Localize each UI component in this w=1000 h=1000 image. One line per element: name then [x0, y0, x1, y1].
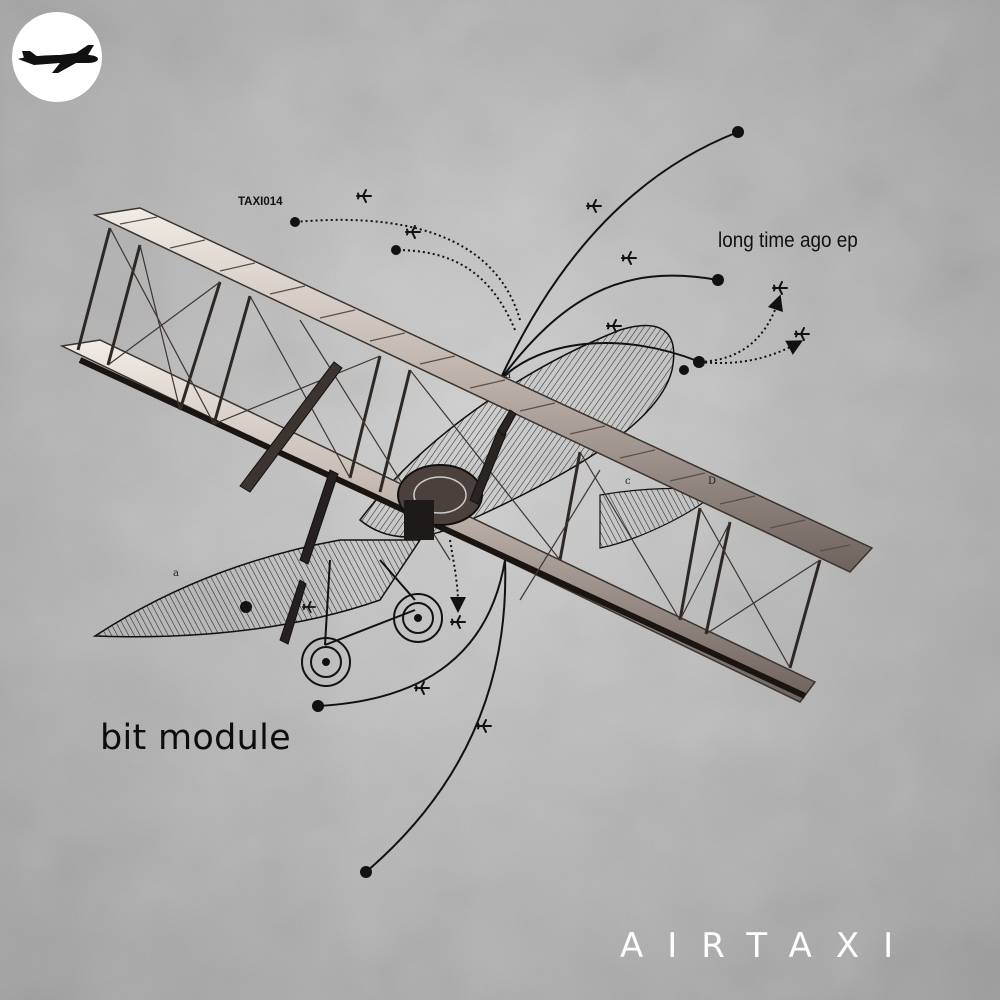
- engraved-wing-left: [92, 539, 422, 638]
- diagram-letter-a-lower: a: [173, 568, 179, 579]
- diagram-letter-a-upper: a: [505, 370, 511, 381]
- diagram-letter-c: c: [625, 476, 631, 487]
- landing-gear: [301, 559, 443, 687]
- upper-wing: [92, 207, 874, 573]
- release-title: long time ago ep: [718, 229, 858, 252]
- wing-struts: [76, 227, 822, 669]
- flight-paths: [294, 131, 804, 873]
- label-wordmark: AIRTAXI: [620, 926, 918, 966]
- artist-name: bit module: [100, 718, 291, 758]
- diagram-letter-d: D: [708, 476, 717, 487]
- airplane-icon: [18, 45, 98, 73]
- label-logo: [12, 12, 102, 102]
- propellers: [239, 361, 517, 645]
- catalog-number: TAXI014: [238, 196, 283, 208]
